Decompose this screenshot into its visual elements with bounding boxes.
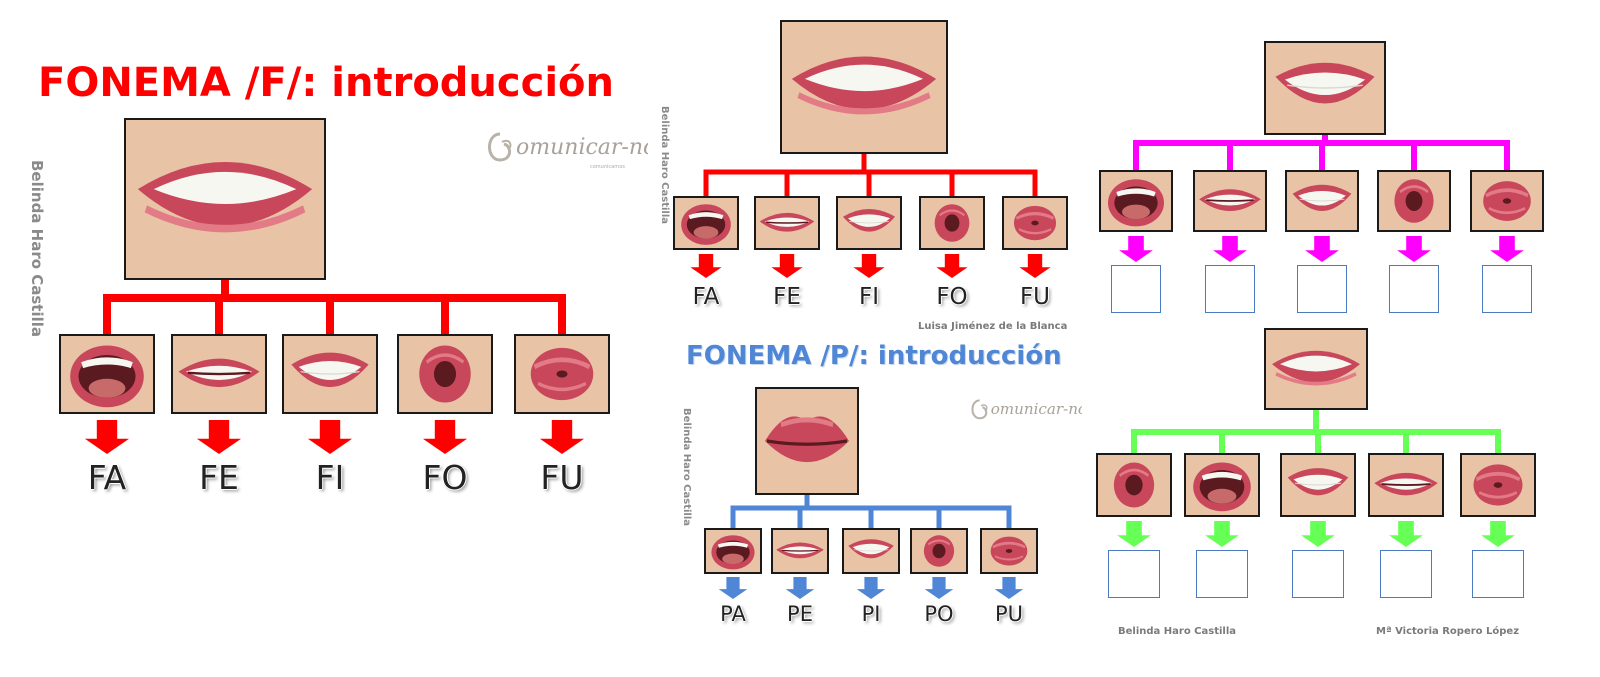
- magenta-answer-box-2[interactable]: [1297, 265, 1347, 313]
- f-small-syllable-2: FI: [858, 284, 879, 310]
- green-mouth-4: [1460, 453, 1536, 517]
- green-arrow-0: [1117, 521, 1151, 547]
- p-syllable-2: PI: [861, 602, 881, 626]
- f-small-arrow-1: [771, 254, 803, 278]
- credit-victoria: Mª Victoria Ropero López: [1376, 626, 1520, 637]
- comunicar-nos-logo: omunicar-nos comunicarnos: [478, 116, 668, 180]
- f-small-syllable-3: FO: [936, 284, 968, 310]
- green-arrow-4: [1481, 521, 1515, 547]
- magenta-mouth-1: [1193, 170, 1267, 232]
- p-syllable-1: PE: [787, 602, 813, 626]
- green-answer-box-4[interactable]: [1472, 550, 1524, 598]
- p-arrow-4: [994, 577, 1024, 599]
- magenta-mouth-0: [1099, 170, 1173, 232]
- p-mouth-0: [704, 528, 762, 574]
- green-answer-box-2[interactable]: [1292, 550, 1344, 598]
- green-arrow-2: [1301, 521, 1335, 547]
- title-fonema-p: FONEMA /P/: introducción: [686, 341, 1062, 371]
- green-top-mouth: [1264, 328, 1368, 410]
- f-large-mouth-1: [171, 334, 267, 414]
- p-mouth-1: [771, 528, 829, 574]
- svg-text:omunicar-nos: omunicar-nos: [991, 400, 1082, 418]
- green-arrow-1: [1205, 521, 1239, 547]
- f-small-arrow-4: [1019, 254, 1051, 278]
- p-mouth-2: [842, 528, 900, 574]
- f-small-syllable-4: FU: [1019, 284, 1051, 310]
- f-large-syllable-0: FA: [87, 458, 127, 497]
- f-large-arrow-3: [422, 420, 468, 454]
- magenta-arrow-1: [1213, 236, 1247, 262]
- logo-text: omunicar-nos: [516, 135, 648, 160]
- green-answer-box-0[interactable]: [1108, 550, 1160, 598]
- credit-belinda-bottom: Belinda Haro Castilla: [1118, 626, 1237, 637]
- magenta-mouth-2: [1285, 170, 1359, 232]
- magenta-arrow-3: [1397, 236, 1431, 262]
- green-mouth-1: [1184, 453, 1260, 517]
- magenta-arrow-0: [1119, 236, 1153, 262]
- magenta-answer-box-0[interactable]: [1111, 265, 1161, 313]
- magenta-mouth-4: [1470, 170, 1544, 232]
- f-small-mouth-1: [754, 196, 820, 250]
- green-arrow-3: [1389, 521, 1423, 547]
- p-mouth-4: [980, 528, 1038, 574]
- f-small-mouth-2: [836, 196, 902, 250]
- f-large-syllable-3: FO: [422, 458, 468, 497]
- green-answer-box-1[interactable]: [1196, 550, 1248, 598]
- comunicar-nos-logo-small: omunicar-nos: [964, 388, 1095, 432]
- magenta-arrow-2: [1305, 236, 1339, 262]
- magenta-arrow-4: [1490, 236, 1524, 262]
- p-mouth-3: [910, 528, 968, 574]
- f-large-syllable-2: FI: [315, 458, 345, 497]
- p-arrow-1: [785, 577, 815, 599]
- magenta-answer-box-3[interactable]: [1389, 265, 1439, 313]
- p-top-mouth: [755, 387, 859, 495]
- f-large-top-mouth: [124, 118, 326, 280]
- p-arrow-0: [718, 577, 748, 599]
- f-small-mouth-4: [1002, 196, 1068, 250]
- f-large-syllable-1: FE: [199, 458, 239, 497]
- magenta-mouth-3: [1377, 170, 1451, 232]
- f-small-mouth-0: [673, 196, 739, 250]
- green-mouth-3: [1368, 453, 1444, 517]
- f-small-arrow-0: [690, 254, 722, 278]
- f-large-arrow-1: [196, 420, 242, 454]
- f-small-mouth-3: [919, 196, 985, 250]
- p-syllable-3: PO: [924, 602, 954, 626]
- f-large-mouth-4: [514, 334, 610, 414]
- title-fonema-f: FONEMA /F/: introducción: [38, 60, 614, 106]
- green-mouth-2: [1280, 453, 1356, 517]
- p-arrow-2: [856, 577, 886, 599]
- svg-text:comunicarnos: comunicarnos: [590, 164, 625, 170]
- magenta-answer-box-1[interactable]: [1205, 265, 1255, 313]
- f-large-mouth-0: [59, 334, 155, 414]
- f-large-arrow-0: [84, 420, 130, 454]
- p-syllable-0: PA: [720, 602, 746, 626]
- green-mouth-0: [1096, 453, 1172, 517]
- f-large-syllable-4: FU: [540, 458, 584, 497]
- magenta-answer-box-4[interactable]: [1482, 265, 1532, 313]
- magenta-top-mouth: [1264, 41, 1386, 135]
- p-syllable-4: PU: [994, 602, 1024, 626]
- f-large-arrow-2: [307, 420, 353, 454]
- f-small-syllable-1: FE: [773, 284, 801, 310]
- f-small-arrow-3: [936, 254, 968, 278]
- f-small-top-mouth: [780, 20, 948, 154]
- f-small-arrow-2: [853, 254, 885, 278]
- f-large-mouth-3: [397, 334, 493, 414]
- f-large-mouth-2: [282, 334, 378, 414]
- f-small-syllable-0: FA: [692, 284, 720, 310]
- p-arrow-3: [924, 577, 954, 599]
- green-answer-box-3[interactable]: [1380, 550, 1432, 598]
- f-large-arrow-4: [539, 420, 585, 454]
- credit-luisa: Luisa Jiménez de la Blanca: [918, 321, 1068, 332]
